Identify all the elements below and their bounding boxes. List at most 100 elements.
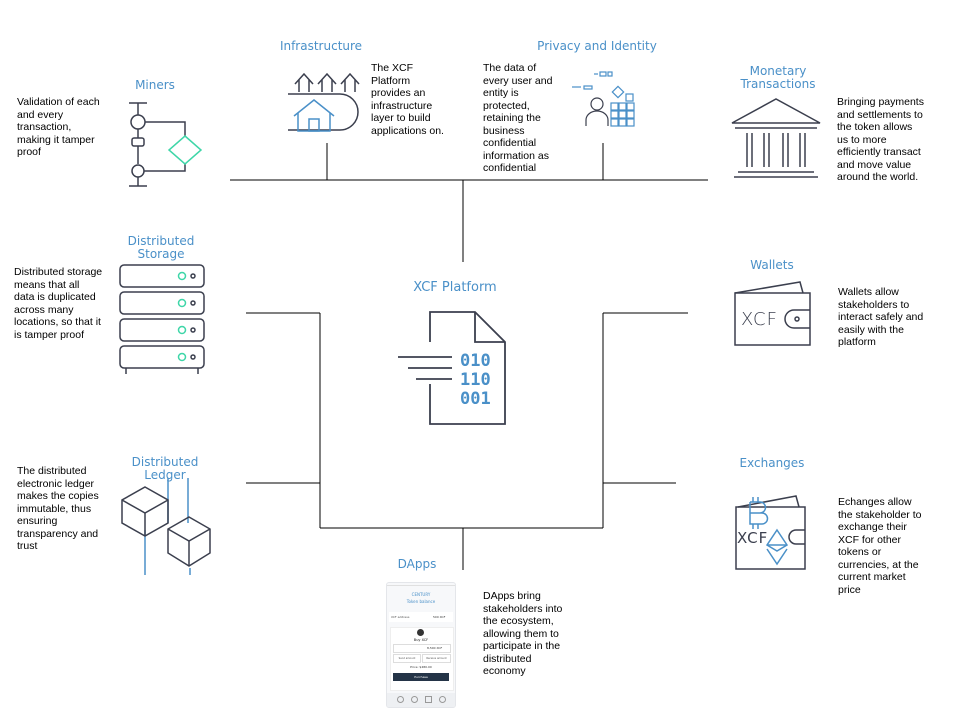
- desc-line: transaction,: [17, 121, 72, 133]
- desc-line: transparency and: [17, 527, 99, 540]
- status-bar: [387, 585, 455, 586]
- bits-line: 110: [460, 370, 491, 390]
- infrastructure-description: The XCF Platform provides an infrastruct…: [371, 62, 461, 137]
- desc-line: XCF for other: [838, 533, 902, 546]
- desc-line: exchange their: [838, 521, 907, 533]
- desc-line: and move value: [837, 158, 912, 171]
- infrastructure-title: Infrastructure: [279, 39, 363, 53]
- exchange-wallet-icon: [735, 495, 806, 570]
- desc-line: Platform: [371, 74, 411, 87]
- nav-icon[interactable]: [397, 696, 404, 703]
- bottom-nav: [387, 693, 455, 707]
- amount-value: 8,500 XCF: [427, 646, 443, 650]
- bits-line: 010: [460, 351, 491, 371]
- monetary-title: Monetary Transactions: [728, 65, 828, 91]
- desc-line: provides an: [371, 87, 426, 99]
- desc-line: distributed: [483, 652, 532, 665]
- desc-line: the stakeholder to: [838, 508, 922, 521]
- desc-line: ensuring: [17, 515, 58, 527]
- exchanges-title: Exchanges: [739, 456, 805, 470]
- receive-button[interactable]: Receive amount: [422, 654, 451, 663]
- desc-line: proof: [17, 146, 41, 158]
- bits-line: 001: [460, 389, 491, 409]
- desc-line: infrastructure: [371, 99, 433, 112]
- blocks-icon: [121, 478, 211, 575]
- desc-line: layer to build: [371, 112, 431, 124]
- nav-icon[interactable]: [411, 696, 418, 703]
- identity-icon: [572, 71, 635, 127]
- miners-description: Validation of each and every transaction…: [17, 96, 109, 159]
- nav-icon[interactable]: [439, 696, 446, 703]
- desc-line: tokens or: [838, 546, 882, 558]
- desc-line: DApps bring: [483, 590, 541, 602]
- storage-description: Distributed storage means that all data …: [14, 266, 114, 341]
- price-text: Price: $480.00: [410, 665, 432, 669]
- desc-line: us to more: [837, 133, 887, 146]
- desc-line: The distributed: [17, 465, 87, 477]
- desc-line: current market: [838, 571, 906, 583]
- binary-code: 010 110 001: [460, 352, 491, 409]
- wallets-title: Wallets: [750, 258, 794, 272]
- token-logo: [417, 629, 424, 636]
- exchanges-description: Echanges allow the stakeholder to exchan…: [838, 496, 938, 596]
- desc-line: entity is: [483, 87, 519, 99]
- document-icon: [398, 311, 506, 425]
- desc-line: information as: [483, 149, 549, 162]
- desc-line: locations, so that it: [14, 316, 101, 328]
- title-line: Distributed: [127, 234, 195, 248]
- desc-line: stakeholders into: [483, 602, 563, 615]
- desc-line: confidential: [483, 137, 537, 149]
- amount-field[interactable]: [393, 644, 451, 653]
- purchase-button[interactable]: Purchase: [393, 673, 449, 681]
- desc-line: makes the copies: [17, 490, 99, 502]
- storage-title: Distributed Storage: [118, 235, 204, 261]
- buy-label: Buy XCF: [413, 638, 429, 642]
- desc-line: making it tamper: [17, 133, 95, 146]
- server-icon: [119, 264, 205, 374]
- exchange-icon-label: XCF: [737, 529, 769, 547]
- dapp-phone-screenshot: CENTURY Token balance XCF address 500 XC…: [386, 582, 456, 708]
- desc-line: applications on.: [371, 124, 444, 137]
- monetary-description: Bringing payments and settlements to the…: [837, 96, 937, 184]
- desc-line: Bringing payments: [837, 96, 924, 108]
- desc-line: every user and: [483, 74, 553, 87]
- title-line: Distributed: [131, 455, 199, 469]
- desc-line: The XCF: [371, 62, 414, 74]
- title-line: Ledger: [144, 468, 186, 482]
- desc-line: the ecosystem,: [483, 615, 554, 627]
- desc-line: and settlements to: [837, 108, 923, 121]
- bank-icon: [731, 98, 821, 178]
- phone-subtitle: Token balance: [406, 599, 436, 604]
- title-line: Monetary: [749, 64, 807, 78]
- desc-line: price: [838, 583, 861, 596]
- wallets-description: Wallets allow stakeholders to interact s…: [838, 286, 936, 349]
- desc-line: currencies, at the: [838, 558, 919, 571]
- desc-line: business: [483, 124, 525, 137]
- desc-line: trust: [17, 540, 38, 552]
- address-label: XCF address: [391, 615, 410, 619]
- address-value: 500 XCF: [433, 615, 446, 619]
- desc-line: retaining the: [483, 112, 541, 124]
- desc-line: electronic ledger: [17, 477, 95, 490]
- address-row: [389, 612, 453, 622]
- connector-lines: [230, 143, 708, 570]
- desc-line: confidential: [483, 162, 537, 174]
- desc-line: Wallets allow: [838, 286, 899, 298]
- nav-icon[interactable]: [425, 696, 432, 703]
- desc-line: is tamper proof: [14, 328, 85, 341]
- desc-line: data is duplicated: [14, 291, 96, 303]
- ledger-title: Distributed Ledger: [122, 456, 208, 482]
- desc-line: Echanges allow: [838, 496, 912, 508]
- desc-line: around the world.: [837, 171, 919, 183]
- privacy-description: The data of every user and entity is pro…: [483, 62, 568, 175]
- ledger-description: The distributed electronic ledger makes …: [17, 465, 113, 553]
- send-button[interactable]: Send amount: [393, 654, 421, 663]
- flowchart-icon: [129, 102, 203, 187]
- phone-brand: CENTURY: [411, 592, 431, 597]
- desc-line: The data of: [483, 62, 537, 74]
- title-line: Storage: [137, 247, 185, 261]
- center-title: XCF Platform: [413, 280, 497, 295]
- desc-line: means that all: [14, 278, 80, 291]
- title-line: Transactions: [740, 77, 816, 91]
